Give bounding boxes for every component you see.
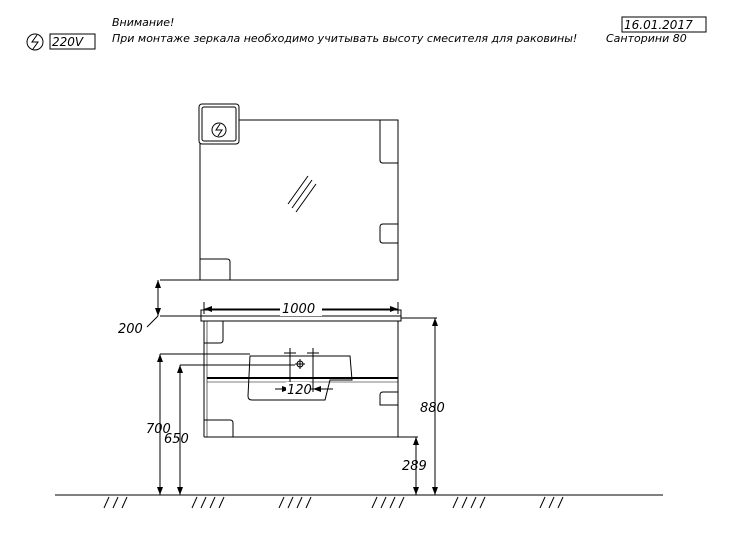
cabinet [200, 309, 402, 438]
mirror-glare-icon [287, 175, 317, 213]
width-dimension-label: 1000 [282, 302, 315, 317]
dimension-arrows [155, 280, 438, 495]
cabinet-bottom-label: 289 [402, 459, 427, 474]
mirror-outlet-icon [211, 122, 227, 138]
top-height-label: 880 [420, 401, 445, 416]
mixer-spacing-label: 120 [287, 383, 312, 398]
warning-title: Внимание! [112, 16, 174, 29]
warning-text: При монтаже зеркала необходимо учитывать… [112, 32, 577, 45]
power-outlet-icon [26, 33, 44, 51]
mirror [198, 103, 399, 281]
ground-hatch-icon [103, 496, 564, 509]
voltage-box [49, 33, 96, 50]
product-name: Санторини 80 [606, 32, 687, 45]
date-label: 16.01.2017 [624, 18, 693, 32]
voltage-label: 220V [52, 35, 84, 49]
height-650-label: 650 [164, 432, 189, 447]
mirror-gap-label: 200 [118, 322, 143, 337]
date-box [621, 16, 707, 33]
height-700-label: 700 [146, 422, 171, 437]
